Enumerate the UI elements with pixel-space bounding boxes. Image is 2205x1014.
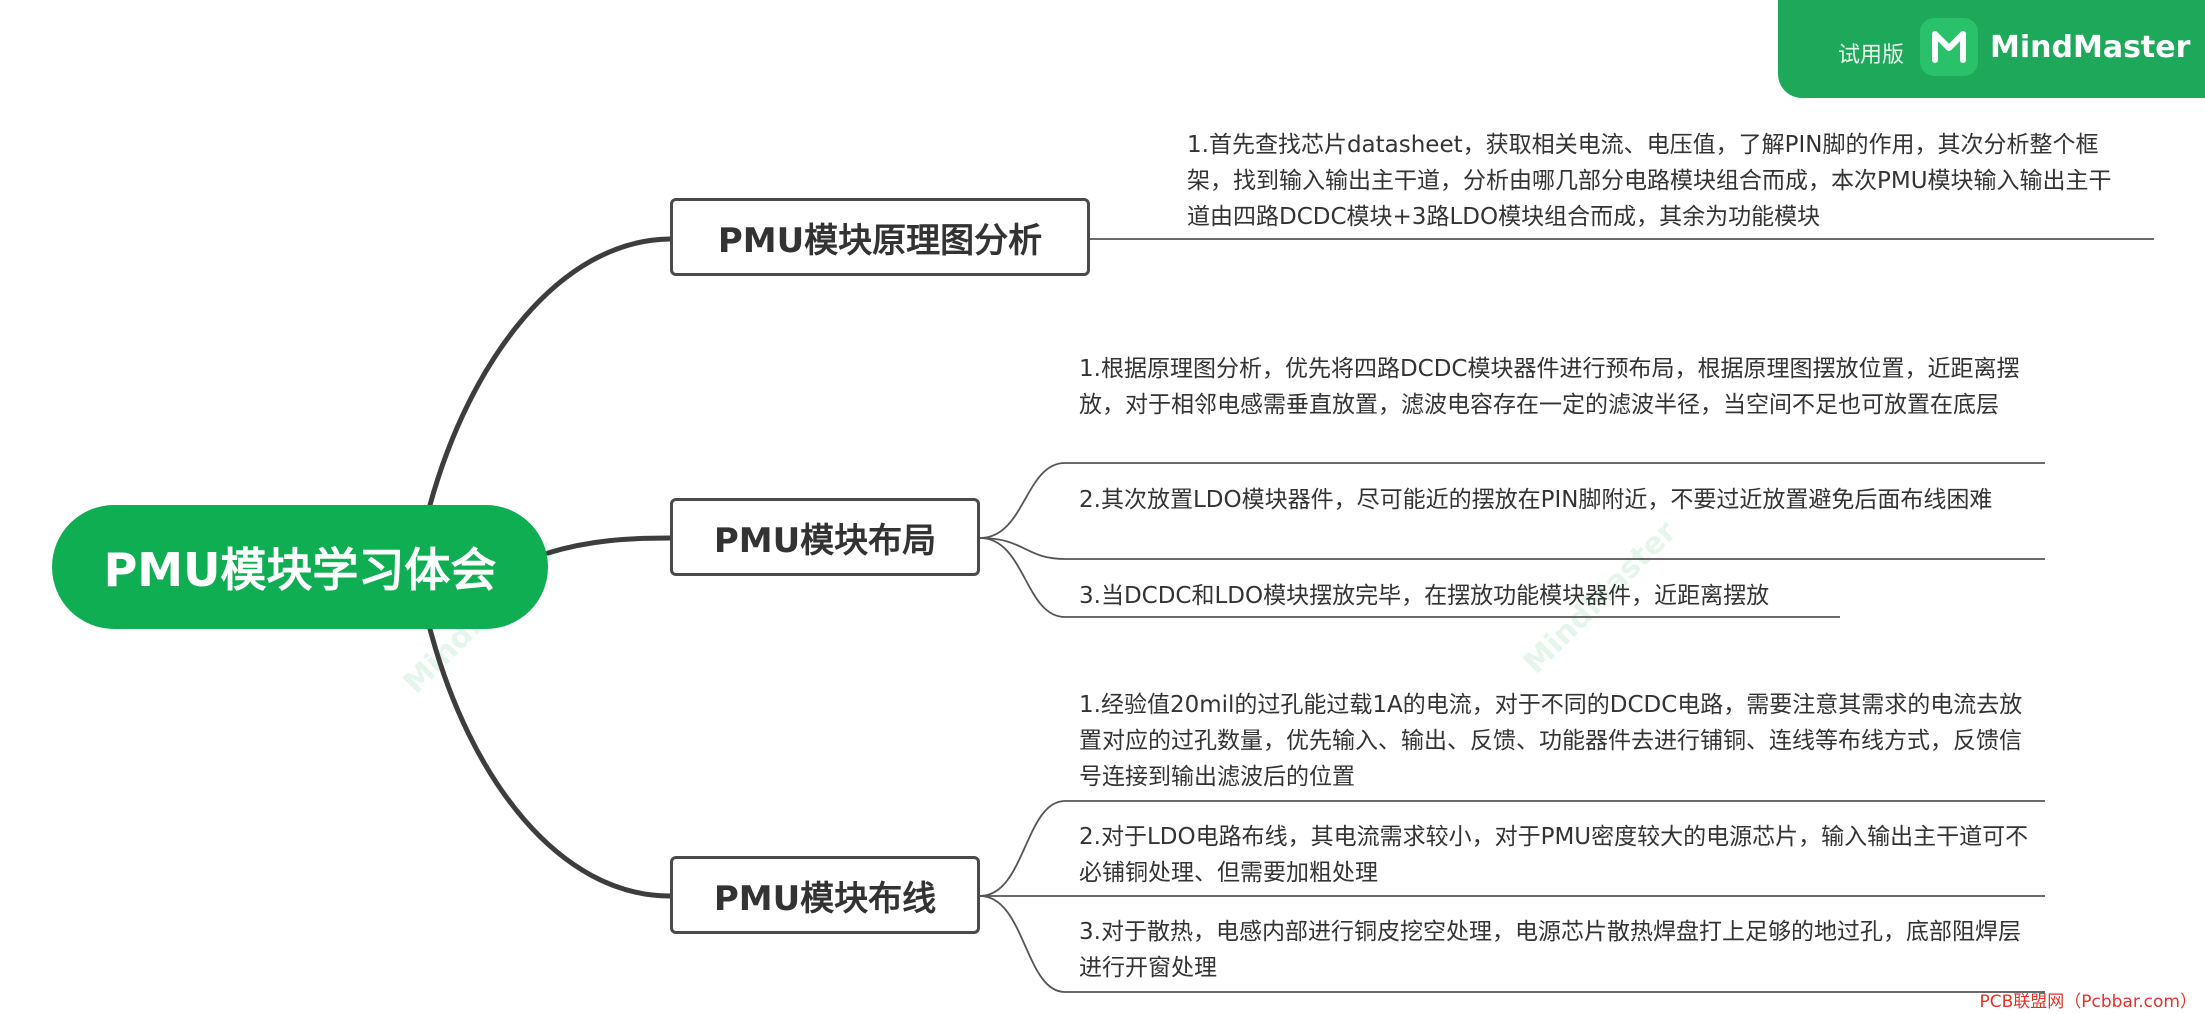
mindmaster-logo-icon [1920,18,1978,76]
leaf-layout-2[interactable]: 2.其次放置LDO模块器件，尽可能近的摆放在PIN脚附近，不要过近放置避免后面布… [1079,487,1993,513]
leaf-line [979,895,2045,993]
topic-schematic-analysis[interactable]: PMU模块原理图分析 [670,198,1090,276]
trial-banner: 试用版 MindMaster [1778,0,2205,98]
branch-line-schematic [427,236,673,508]
topic-routing[interactable]: PMU模块布线 [670,856,980,934]
leaf-routing-1[interactable]: 1.经验值20mil的过孔能过载1A的电流，对于不同的DCDC电路，需要注意其需… [1079,692,2023,790]
leaf-line [979,462,2045,539]
leaf-routing-3[interactable]: 3.对于散热，电感内部进行铜皮挖空处理，电源芯片散热焊盘打上足够的地过孔，底部阻… [1079,919,2021,981]
source-footer: PCB联盟网（Pcbbar.com） [1979,992,2197,1012]
trial-label: 试用版 [1838,43,1905,68]
topic-layout[interactable]: PMU模块布局 [670,498,980,576]
leaf-routing-2[interactable]: 2.对于LDO电路布线，其电流需求较小，对于PMU密度较大的电源芯片，输入输出主… [1079,824,2029,886]
leaf-line [979,537,2045,560]
leaf-line [979,537,1840,618]
brand-name: MindMaster [1990,30,2191,65]
leaf-layout-3[interactable]: 3.当DCDC和LDO模块摆放完毕，在摆放功能模块器件，近距离摆放 [1079,583,1770,609]
root-topic[interactable]: PMU模块学习体会 [52,505,548,629]
branch-line-routing [427,626,673,899]
leaf-schematic-1[interactable]: 1.首先查找芯片datasheet，获取相关电流、电压值，了解PIN脚的作用，其… [1187,132,2112,230]
branch-line-layout [545,535,673,556]
leaf-layout-1[interactable]: 1.根据原理图分析，优先将四路DCDC模块器件进行预布局，根据原理图摆放位置，近… [1079,356,2020,418]
leaf-line [979,800,2045,897]
